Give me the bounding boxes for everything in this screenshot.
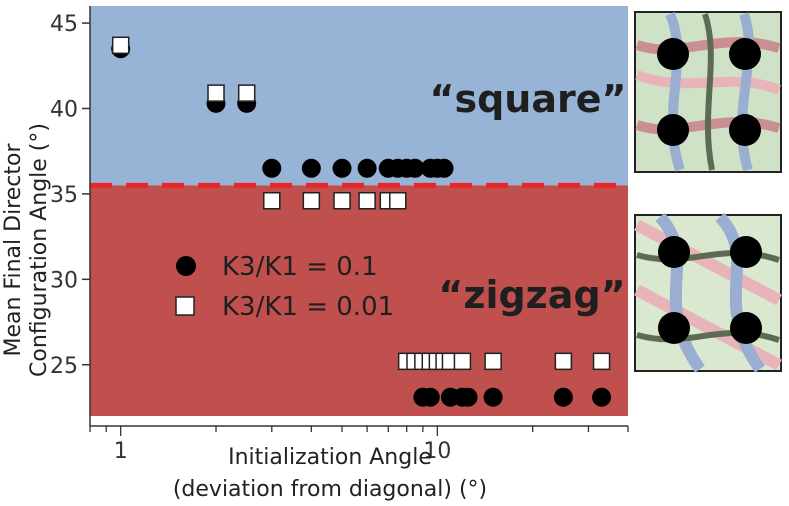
- y-tick-label-30: 30: [50, 268, 78, 293]
- point-k01-15: [420, 387, 440, 407]
- point-k001-6: [358, 192, 376, 210]
- point-k001-17: [484, 352, 502, 371]
- square-configuration-thumbnail: [634, 11, 782, 173]
- background-regions: [90, 6, 628, 416]
- y-tick-label-25: 25: [50, 354, 78, 379]
- zigzag-configuration-thumbnail: [634, 212, 782, 373]
- point-k01-18: [458, 387, 478, 407]
- region-label-square: “square”: [430, 77, 627, 121]
- point-k01-13: [434, 158, 454, 178]
- y-tick-label-35: 35: [50, 183, 78, 208]
- point-k01-4: [301, 158, 321, 178]
- point-k01-3: [262, 158, 282, 178]
- point-k01-10: [405, 158, 425, 178]
- point-k001-4: [302, 192, 321, 210]
- y-axis-title: Mean Final Director: [1, 143, 26, 357]
- x-tick-label-10: 10: [423, 439, 451, 464]
- point-k01-20: [553, 387, 573, 407]
- region-label-zigzag: “zigzag”: [438, 273, 625, 317]
- region-square: [90, 6, 628, 186]
- legend: K3/K1 = 0.1 K3/K1 = 0.01: [175, 252, 394, 322]
- legend-label-k001: K3/K1 = 0.01: [222, 292, 394, 322]
- point-k001-0: [111, 36, 130, 55]
- point-k001-19: [592, 352, 611, 371]
- point-k001-3: [263, 192, 281, 210]
- y-tick-label-40: 40: [50, 98, 78, 123]
- x-tick-label-1: 1: [114, 439, 128, 464]
- legend-marker-square: [175, 296, 195, 316]
- point-k001-5: [333, 192, 351, 210]
- point-k01-21: [592, 387, 612, 407]
- legend-marker-circle: [176, 256, 196, 276]
- point-k001-16: [453, 352, 472, 371]
- y-tick-label-45: 45: [50, 12, 78, 37]
- point-k01-5: [332, 158, 352, 178]
- x-axis-title: Initialization Angle: [228, 445, 432, 470]
- x-axis-subtitle: (deviation from diagonal) (°): [173, 477, 487, 502]
- point-k001-18: [554, 352, 573, 371]
- legend-label-k01: K3/K1 = 0.1: [222, 252, 378, 282]
- point-k001-1: [207, 84, 225, 102]
- axes: 25 30 35 40 45 1 10: [50, 6, 629, 464]
- point-k001-8: [389, 192, 407, 210]
- data-points: [111, 36, 612, 407]
- point-k01-6: [357, 158, 377, 178]
- y-axis-subtitle: Configuration Angle (°): [27, 123, 52, 377]
- point-k01-19: [483, 387, 503, 407]
- point-k001-2: [237, 84, 256, 102]
